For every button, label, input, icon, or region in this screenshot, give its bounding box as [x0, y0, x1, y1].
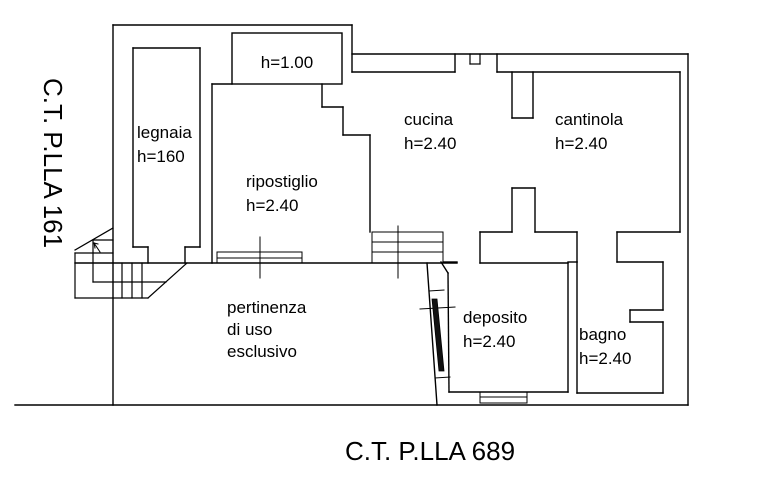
room-label-cucina: cucina h=2.40: [404, 108, 456, 156]
room-name: cucina: [404, 110, 454, 129]
door-leaf: [431, 298, 445, 372]
room-label-pertinenza: pertinenza di uso esclusivo: [227, 297, 306, 363]
external-stairs: [74, 227, 188, 299]
window-symbol-ripostiglio: [216, 236, 303, 279]
bagno-walls: [576, 261, 664, 394]
middle-wall-band: [479, 231, 681, 264]
room-height: h=2.40: [404, 134, 457, 153]
room-height: h=1.00: [260, 53, 314, 72]
deposito-walls: [447, 262, 569, 393]
low-room-box: [231, 32, 343, 85]
room-name: cantinola: [555, 110, 624, 129]
room-name: deposito: [463, 308, 528, 327]
slanted-passage: [419, 261, 458, 406]
window-symbol-deposito: [479, 391, 528, 404]
room-name-line1: pertinenza: [227, 298, 307, 317]
flue-notch: [469, 53, 481, 65]
room-label-cantinola: cantinola h=2.40: [555, 108, 623, 156]
room-label-ripostiglio: ripostiglio h=2.40: [246, 170, 318, 218]
room-height: h=2.40: [463, 332, 516, 351]
room-height: h=2.40: [579, 349, 632, 368]
room-name-line3: esclusivo: [227, 342, 297, 361]
stair-direction-arrow: [93, 242, 101, 253]
room-label-legnaia: legnaia h=160: [137, 121, 192, 169]
cucina-cantinola-piers: [511, 71, 536, 233]
parcel-label-161: C.T. P.LLA 161: [38, 77, 68, 249]
room-name: legnaia: [137, 123, 192, 142]
room-name: ripostiglio: [246, 172, 318, 191]
room-name: bagno: [579, 325, 627, 344]
room-label-low-box: h=1.00: [232, 51, 342, 75]
ripostiglio-walls: [211, 32, 371, 264]
room-name-line2: di uso: [227, 320, 273, 339]
room-label-bagno: bagno h=2.40: [579, 323, 631, 371]
room-height: h=2.40: [555, 134, 608, 153]
room-height: h=160: [137, 147, 185, 166]
parcel-label-689: C.T. P.LLA 689: [344, 436, 516, 466]
room-height: h=2.40: [246, 196, 299, 215]
room-label-deposito: deposito h=2.40: [463, 306, 527, 354]
legnaia-walls: [132, 47, 201, 264]
window-symbol-cucina: [371, 225, 444, 279]
building-outline: [14, 24, 689, 406]
